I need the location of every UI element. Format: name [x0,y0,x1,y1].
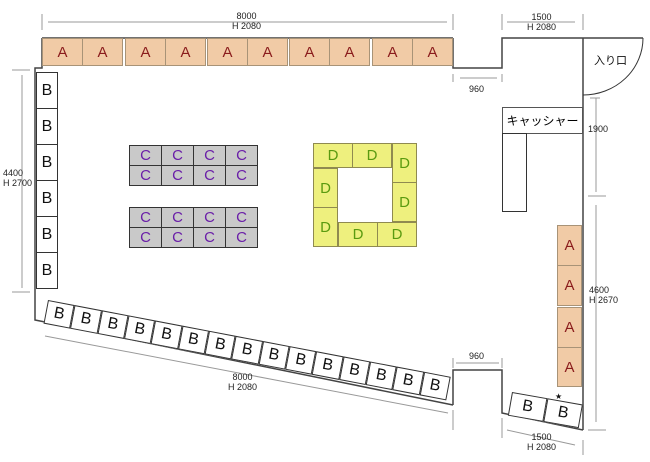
cashier-counter: キャッシャー [502,107,583,134]
booth-c[interactable]: C [161,207,194,228]
booth-c[interactable]: C [193,207,226,228]
booth-c[interactable]: C [193,145,226,166]
booth-c[interactable]: C [129,207,162,228]
door-arc [582,37,644,96]
booth-c[interactable]: C [193,227,226,248]
booth-a[interactable]: A [207,38,248,66]
booth-d[interactable]: D [392,143,417,183]
booth-b[interactable]: B [36,72,58,109]
booth-c[interactable]: C [129,145,162,166]
booth-c[interactable]: C [225,207,258,228]
booth-a[interactable]: A [557,225,582,266]
booth-a[interactable]: A [372,38,413,66]
dim-right-upper: 1900 [588,124,609,134]
entrance-label: 入り口 [594,55,627,67]
booth-d[interactable]: D [392,182,417,222]
booth-a[interactable]: A [42,38,83,66]
booth-c[interactable]: C [129,227,162,248]
booth-a[interactable]: A [412,38,453,66]
booth-a[interactable]: A [557,265,582,306]
booth-d[interactable]: D [352,143,392,168]
dim-notch-top: 960 [469,84,485,94]
booth-b[interactable]: B [36,216,58,253]
booth-a[interactable]: A [82,38,123,66]
booth-d[interactable]: D [338,222,378,247]
booth-a[interactable]: A [289,38,330,66]
booth-a[interactable]: A [165,38,206,66]
booth-d[interactable]: D [313,168,338,208]
booth-c[interactable]: C [161,145,194,166]
booth-b[interactable]: B [36,180,58,217]
booth-a[interactable]: A [247,38,288,66]
booth-d[interactable]: D [313,143,353,168]
booth-c[interactable]: C [225,227,258,248]
booth-c[interactable]: C [225,165,258,186]
booth-c[interactable]: C [193,165,226,186]
booth-b[interactable]: B [36,144,58,181]
booth-b[interactable]: B [36,252,58,289]
booth-b[interactable]: B [419,371,451,401]
top-notch-wall [452,37,583,69]
booth-a[interactable]: A [557,307,582,348]
booth-c[interactable]: C [161,165,194,186]
booth-c[interactable]: C [225,145,258,166]
booth-d[interactable]: D [377,222,417,247]
booth-d[interactable]: D [313,207,338,247]
dim-notch-bottom: 960 [469,351,485,361]
cashier-side-counter [502,133,527,212]
booth-c[interactable]: C [129,165,162,186]
star-marker: ★ [555,392,563,401]
booth-a[interactable]: A [125,38,166,66]
booth-a[interactable]: A [329,38,370,66]
booth-b[interactable]: B [36,108,58,145]
booth-a[interactable]: A [557,347,582,387]
booth-c[interactable]: C [161,227,194,248]
